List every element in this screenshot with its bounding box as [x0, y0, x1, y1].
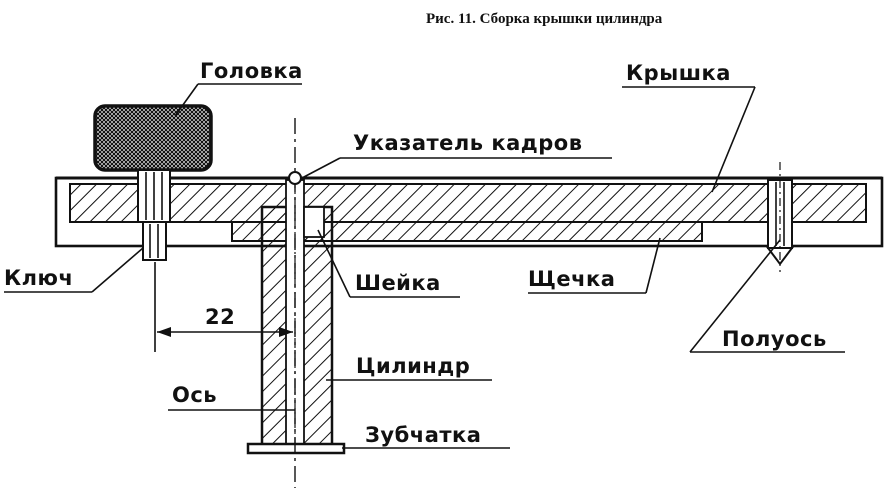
label-tsilindr: Цилиндр [356, 354, 470, 378]
label-kryshka: Крышка [626, 61, 731, 85]
cheek [231, 221, 703, 242]
label-klyuch: Ключ [4, 266, 73, 290]
head-knob [93, 104, 213, 172]
gear [246, 442, 346, 455]
semi-axle [766, 162, 794, 272]
figure-caption: Рис. 11. Сборка крышки цилиндра [426, 11, 663, 27]
label-sheyka: Шейка [355, 271, 441, 295]
cylinder [260, 178, 334, 451]
leader-lines [4, 83, 845, 449]
key-shaft [137, 169, 171, 261]
label-zubchatka: Зубчатка [365, 423, 481, 447]
dimension-label: 22 [205, 305, 235, 329]
label-golovka: Головка [200, 59, 303, 83]
label-os: Ось [172, 383, 217, 407]
label-poluos: Полуось [722, 327, 827, 351]
label-shchechka: Щечка [528, 267, 615, 291]
label-ukazatel-kadrov: Указатель кадров [353, 131, 583, 155]
dimension-22 [154, 262, 293, 352]
frame-indicator-mark [288, 171, 302, 185]
